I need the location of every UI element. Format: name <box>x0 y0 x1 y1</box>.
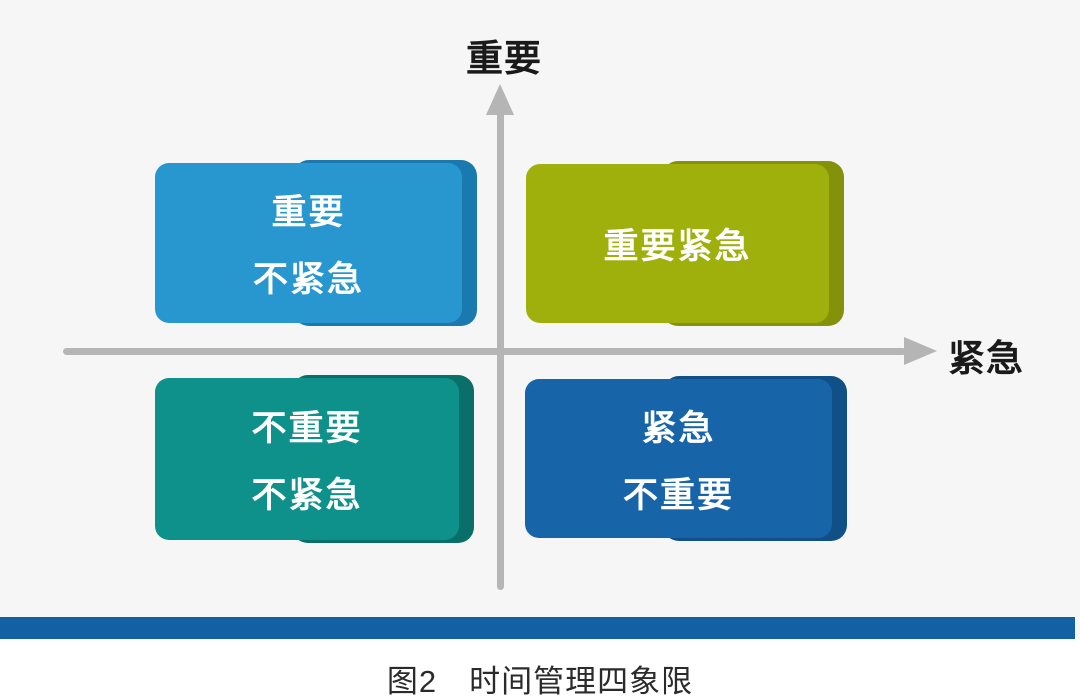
x-axis-arrow-icon <box>904 337 937 365</box>
quadrant-label-line: 重要紧急 <box>603 227 752 266</box>
quadrant-face: 重要紧急 <box>526 164 829 323</box>
quadrant-important-urgent: 重要紧急 <box>526 161 844 326</box>
figure-caption: 图2 时间管理四象限 <box>386 664 694 699</box>
y-axis-label: 重要 <box>466 38 542 79</box>
quadrant-face: 重要 不紧急 <box>155 163 462 323</box>
quadrant-face: 紧急 不重要 <box>525 379 832 538</box>
quadrant-label-line: 不紧急 <box>252 260 364 299</box>
quadrant-important-not-urgent: 重要 不紧急 <box>155 160 477 326</box>
x-axis-line <box>63 348 906 355</box>
quadrant-label-line: 不重要 <box>622 475 734 515</box>
footer-divider-bar <box>0 617 1075 639</box>
quadrant-face: 不重要 不紧急 <box>155 378 459 540</box>
quadrant-label-line: 紧急 <box>641 408 716 448</box>
quadrant-label-line: 重要 <box>271 193 346 232</box>
y-axis-arrow-icon <box>486 84 514 115</box>
quadrant-not-important-not-urgent: 不重要 不紧急 <box>155 375 474 543</box>
footer-background <box>0 639 1080 699</box>
quadrant-label-line: 不重要 <box>251 409 363 448</box>
quadrant-label-line: 不紧急 <box>251 476 363 515</box>
quadrant-urgent-not-important: 紧急 不重要 <box>525 376 847 541</box>
x-axis-label: 紧急 <box>948 338 1024 379</box>
